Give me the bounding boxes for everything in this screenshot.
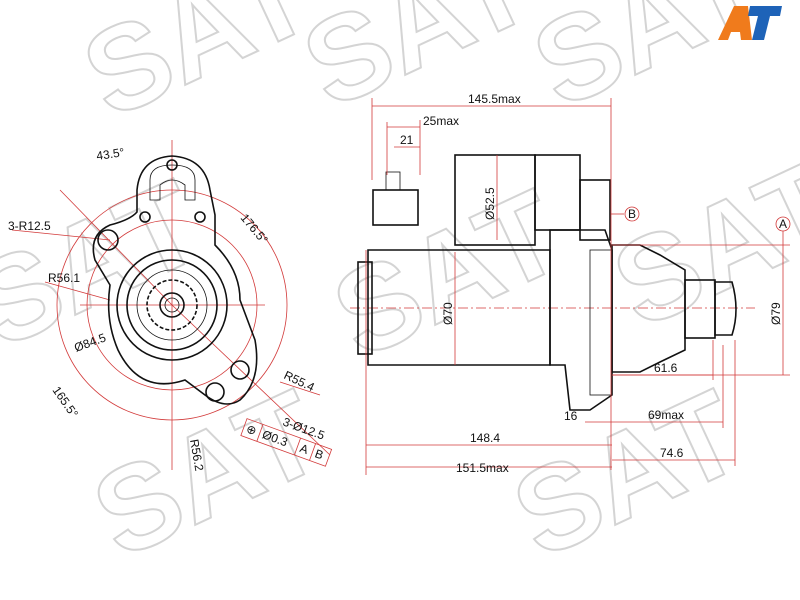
svg-text:SAT: SAT xyxy=(314,164,580,383)
dim-angle-165-5: 165.5° xyxy=(50,384,82,421)
front-view xyxy=(11,140,331,470)
svg-text:SAT: SAT xyxy=(494,364,760,583)
dim-r56-1: R56.1 xyxy=(48,271,80,285)
dim-16: 16 xyxy=(564,409,578,423)
dim-d70: Ø70 xyxy=(441,302,455,325)
dim-74-6: 74.6 xyxy=(660,446,684,460)
dim-151-5max: 151.5max xyxy=(456,461,509,475)
datum-a-label: A xyxy=(779,217,787,231)
dim-69max: 69max xyxy=(648,408,684,422)
dim-61-6: 61.6 xyxy=(654,361,678,375)
dim-r56-2: R56.2 xyxy=(187,438,206,472)
brand-logo xyxy=(718,6,782,40)
svg-text:SAT: SAT xyxy=(284,0,550,134)
dim-angle-43-5: 43.5° xyxy=(95,145,125,163)
side-view xyxy=(350,154,755,411)
dim-d79: Ø79 xyxy=(769,302,783,325)
datum-b-label: B xyxy=(628,207,636,221)
dim-145-5max: 145.5max xyxy=(468,92,521,106)
dim-d52-5: Ø52.5 xyxy=(483,187,497,220)
dim-25max: 25max xyxy=(423,114,459,128)
watermark: SAT SAT SAT SAT SAT SAT SAT SAT xyxy=(0,0,800,585)
dim-3-r12-5: 3-R12.5 xyxy=(8,219,51,233)
dim-angle-176-5: 176.5° xyxy=(238,211,271,247)
dim-21: 21 xyxy=(400,133,414,147)
dim-148-4: 148.4 xyxy=(470,431,500,445)
svg-text:SAT: SAT xyxy=(0,154,220,373)
position-symbol-icon: ⊕ xyxy=(244,421,258,438)
side-dimension-lines xyxy=(365,98,791,475)
